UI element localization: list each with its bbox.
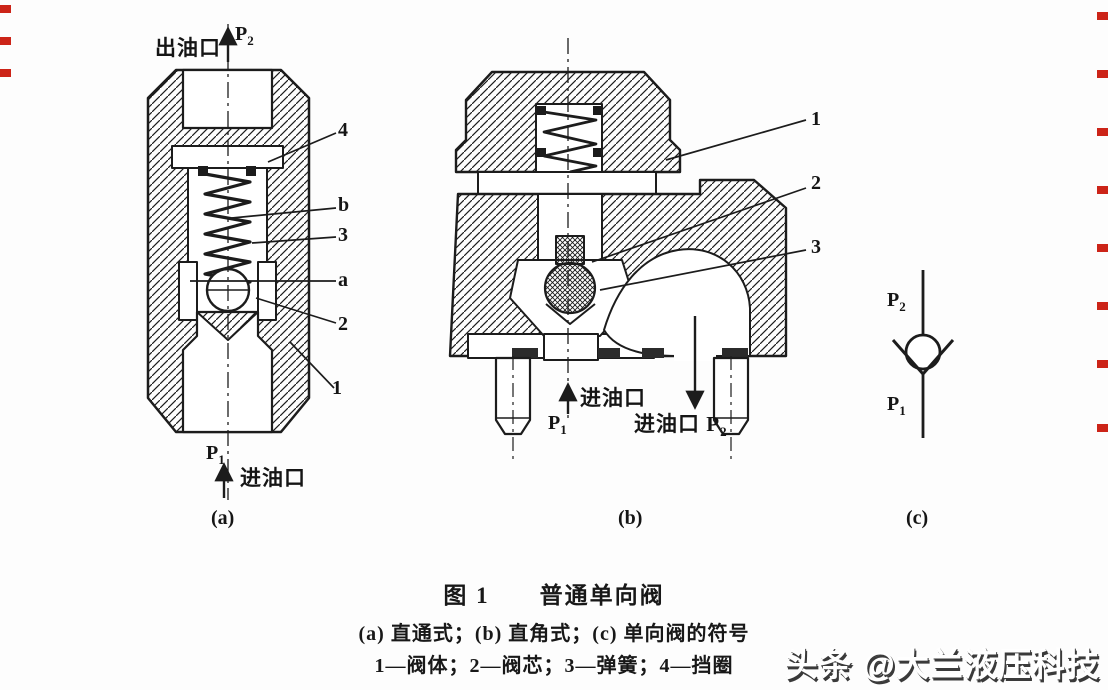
diagram-c-tag: (c) xyxy=(906,507,929,529)
edge-mark xyxy=(0,37,11,45)
pressure-p1-b: P1 xyxy=(548,412,567,437)
pressure-p1-c: P1 xyxy=(887,393,906,418)
diagram-c-symbol xyxy=(891,270,955,438)
edge-mark xyxy=(0,69,11,77)
figure-title: 图 1 普通单向阀 xyxy=(443,583,665,608)
spring-a xyxy=(203,172,252,291)
edge-mark xyxy=(1097,186,1108,194)
callout-2a: 2 xyxy=(338,313,348,335)
edge-mark xyxy=(1097,12,1108,20)
gasket-blocks xyxy=(512,348,748,358)
callout-b: b xyxy=(338,194,350,216)
edge-mark xyxy=(0,5,11,13)
watermark: 头条 @大兰液压科技 xyxy=(784,646,1100,683)
pressure-p1-a: P1 xyxy=(206,442,225,467)
guide-flange-right xyxy=(257,261,277,321)
figure-legend: 1—阀体；2—阀芯；3—弹簧；4—挡圈 xyxy=(374,655,734,677)
diagram-a-tag: (a) xyxy=(211,507,235,529)
outlet-label-b: 进油口 P2 xyxy=(634,412,728,440)
diagram-a-drawing xyxy=(146,24,337,500)
poppet-stem xyxy=(555,235,585,265)
valve-core-poppet xyxy=(543,261,597,315)
outlet-chamber xyxy=(603,248,751,357)
figure-subtitle: (a) 直通式；(b) 直角式；(c) 单向阀的符号 xyxy=(358,623,750,645)
inlet-label-a: 进油口 xyxy=(240,466,306,490)
pressure-p2-a: P2 xyxy=(235,23,254,48)
callout-4: 4 xyxy=(338,119,348,141)
edge-mark xyxy=(1097,70,1108,78)
callout-1b: 1 xyxy=(811,108,821,130)
callout-3a: 3 xyxy=(338,224,348,246)
callout-3b: 3 xyxy=(811,236,821,258)
edge-mark xyxy=(1097,244,1108,252)
spring-clip xyxy=(198,166,208,176)
spring-b xyxy=(542,110,598,174)
edge-mark xyxy=(1097,302,1108,310)
callout-2b: 2 xyxy=(811,172,821,194)
pressure-p2-c: P2 xyxy=(887,289,906,314)
poppet-cone xyxy=(545,303,596,325)
leader-lines-a xyxy=(190,132,337,389)
symbol-ball xyxy=(904,333,942,371)
cap-flange xyxy=(477,171,657,195)
inlet-label-b: 进油口 xyxy=(580,386,646,410)
bottom-port-b xyxy=(543,333,599,361)
leader-lines-b xyxy=(591,119,807,291)
diagram-b-drawing xyxy=(448,38,807,460)
callout-a: a xyxy=(338,269,348,291)
callout-1a: 1 xyxy=(332,377,342,399)
spring-clip xyxy=(246,166,256,176)
edge-mark xyxy=(1097,128,1108,136)
guide-flange-left xyxy=(178,261,198,321)
edge-mark xyxy=(1097,424,1108,432)
edge-mark xyxy=(1097,360,1108,368)
diagram-b-tag: (b) xyxy=(618,507,643,529)
outlet-label-a: 出油口 xyxy=(155,36,221,60)
